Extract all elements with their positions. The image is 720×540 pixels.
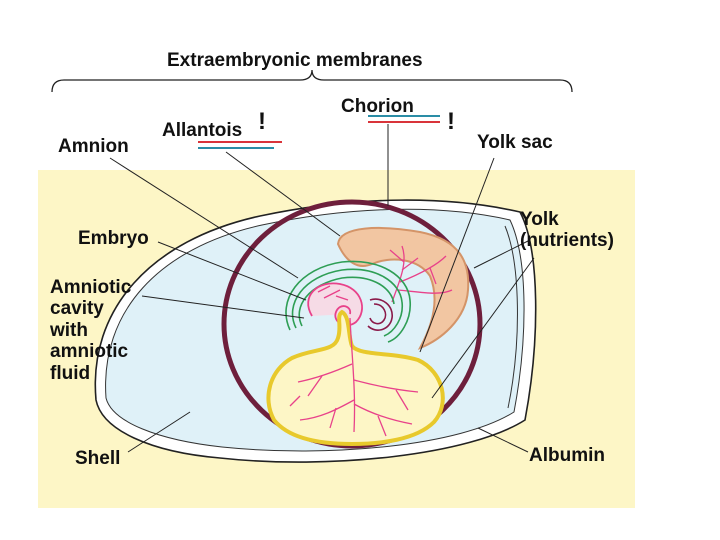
chorion-exclamation: ! bbox=[447, 108, 455, 135]
amniotic-line: with bbox=[50, 319, 88, 341]
yolk-sac bbox=[266, 309, 445, 447]
label-chorion: Chorion bbox=[341, 96, 414, 117]
amniotic-line: Amniotic bbox=[50, 277, 132, 298]
label-allantois: Allantois bbox=[162, 120, 243, 141]
leader-lines bbox=[109, 124, 535, 453]
amniotic-line: cavity bbox=[50, 298, 104, 320]
label-yolk: Yolk (nutrients) bbox=[520, 209, 614, 252]
label-albumin: Albumin bbox=[529, 445, 605, 466]
embryo bbox=[307, 282, 393, 331]
label-yolk-sac: Yolk sac bbox=[477, 132, 553, 153]
label-amnion: Amnion bbox=[58, 136, 129, 157]
label-embryo: Embryo bbox=[78, 228, 149, 249]
allantois bbox=[336, 227, 470, 350]
label-yolk-note: (nutrients) bbox=[520, 230, 614, 252]
membranes-brace bbox=[51, 69, 573, 93]
allantois-exclamation: ! bbox=[258, 108, 266, 135]
amniotic-line: fluid bbox=[50, 362, 91, 384]
label-shell: Shell bbox=[75, 448, 121, 469]
allantois-vessels bbox=[389, 245, 453, 303]
label-amniotic-cavity: Amniotic cavity with amniotic fluid bbox=[50, 277, 131, 384]
amniotic-line: amniotic bbox=[50, 341, 129, 363]
chorion-markers bbox=[368, 115, 440, 123]
diagram-title: Extraembryonic membranes bbox=[167, 50, 423, 71]
yolk-sac-vessels bbox=[289, 317, 419, 437]
label-yolk-line: Yolk bbox=[520, 209, 559, 230]
amnion-membrane bbox=[285, 260, 411, 343]
allantois-markers bbox=[198, 141, 282, 149]
